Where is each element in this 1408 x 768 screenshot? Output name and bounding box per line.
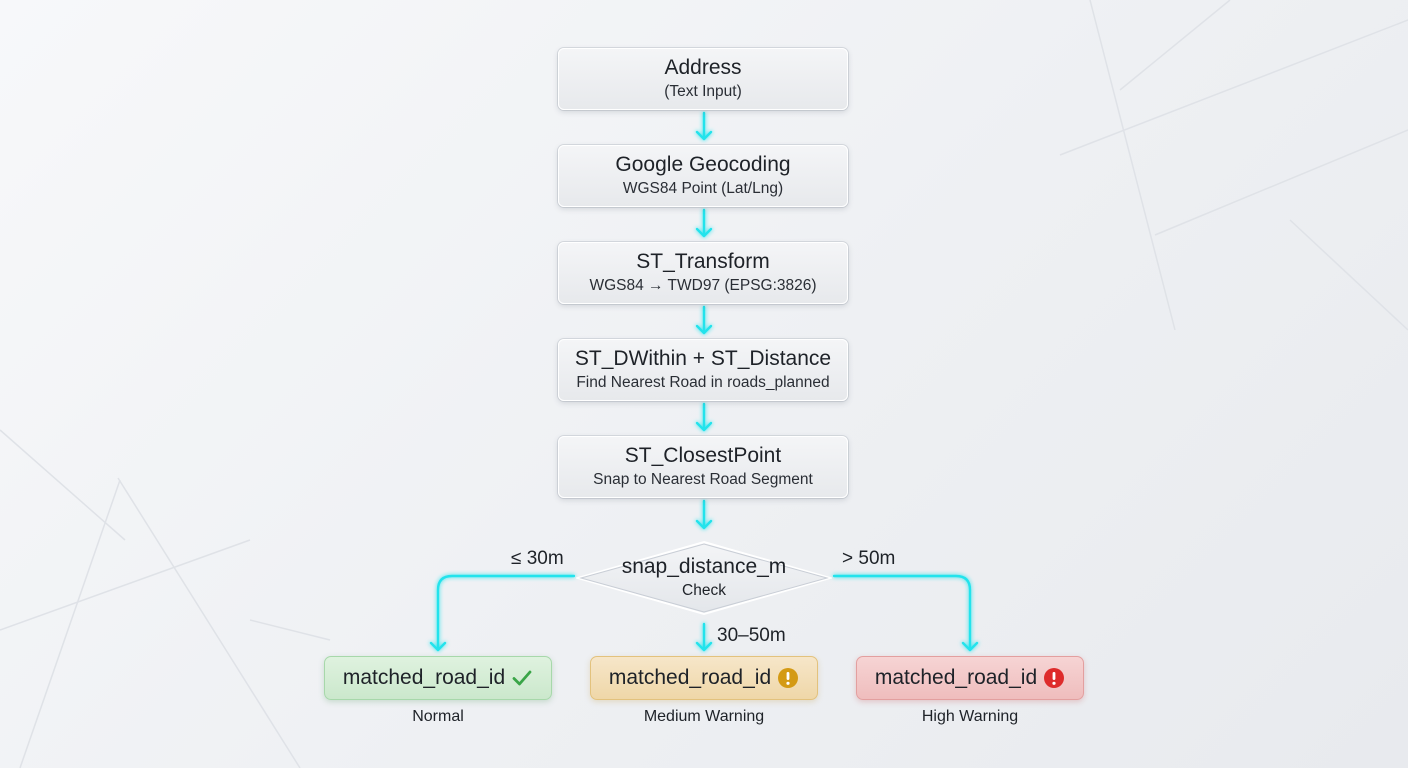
error-icon	[1043, 667, 1065, 689]
caption-medium: Medium Warning	[643, 708, 765, 725]
decision-subtitle: Check	[682, 582, 726, 599]
warning-icon	[777, 667, 799, 689]
connector-geocoding-to-transform	[695, 208, 713, 238]
connector-decision-to-normal	[429, 574, 576, 652]
decision-node: snap_distance_m Check	[576, 540, 832, 616]
transform-node-subtitle: WGS84 → TWD97 (EPSG:3826)	[589, 277, 817, 294]
transform-node: ST_Transform WGS84 → TWD97 (EPSG:3826)	[558, 242, 848, 304]
result-medium-label: matched_road_id	[608, 666, 772, 689]
dwithin-node: ST_DWithin + ST_Distance Find Nearest Ro…	[558, 339, 848, 401]
closest-point-node-title: ST_ClosestPoint	[624, 444, 782, 467]
decision-text: snap_distance_m Check	[576, 540, 832, 616]
transform-node-title: ST_Transform	[636, 250, 770, 273]
branch-label-medium: 30–50m	[717, 625, 786, 646]
result-normal-label: matched_road_id	[342, 666, 506, 689]
result-medium: matched_road_id	[590, 656, 818, 700]
check-icon	[511, 667, 533, 689]
connector-transform-to-dwithin	[695, 305, 713, 335]
dwithin-node-subtitle: Find Nearest Road in roads_planned	[576, 374, 830, 391]
caption-high: High Warning	[921, 708, 1019, 725]
address-node: Address (Text Input)	[558, 48, 848, 110]
connector-dwithin-to-closest	[695, 402, 713, 432]
branch-label-high: > 50m	[842, 548, 896, 569]
result-high: matched_road_id	[856, 656, 1084, 700]
connector-decision-to-high	[832, 574, 979, 652]
decision-title: snap_distance_m	[621, 555, 787, 578]
address-node-subtitle: (Text Input)	[664, 83, 742, 100]
connector-decision-to-medium	[695, 622, 713, 652]
geocoding-node-title: Google Geocoding	[615, 153, 791, 176]
geocoding-node: Google Geocoding WGS84 Point (Lat/Lng)	[558, 145, 848, 207]
branch-label-low: ≤ 30m	[511, 548, 564, 569]
connector-closest-to-decision	[695, 499, 713, 530]
connector-address-to-geocoding	[695, 111, 713, 141]
result-high-label: matched_road_id	[874, 666, 1038, 689]
decision-diamond-shape	[576, 540, 832, 616]
dwithin-node-title: ST_DWithin + ST_Distance	[574, 347, 832, 370]
closest-point-node-subtitle: Snap to Nearest Road Segment	[593, 471, 813, 488]
result-normal: matched_road_id	[324, 656, 552, 700]
address-node-title: Address	[664, 56, 742, 79]
closest-point-node: ST_ClosestPoint Snap to Nearest Road Seg…	[558, 436, 848, 498]
caption-normal: Normal	[412, 708, 464, 725]
geocoding-node-subtitle: WGS84 Point (Lat/Lng)	[622, 180, 784, 197]
